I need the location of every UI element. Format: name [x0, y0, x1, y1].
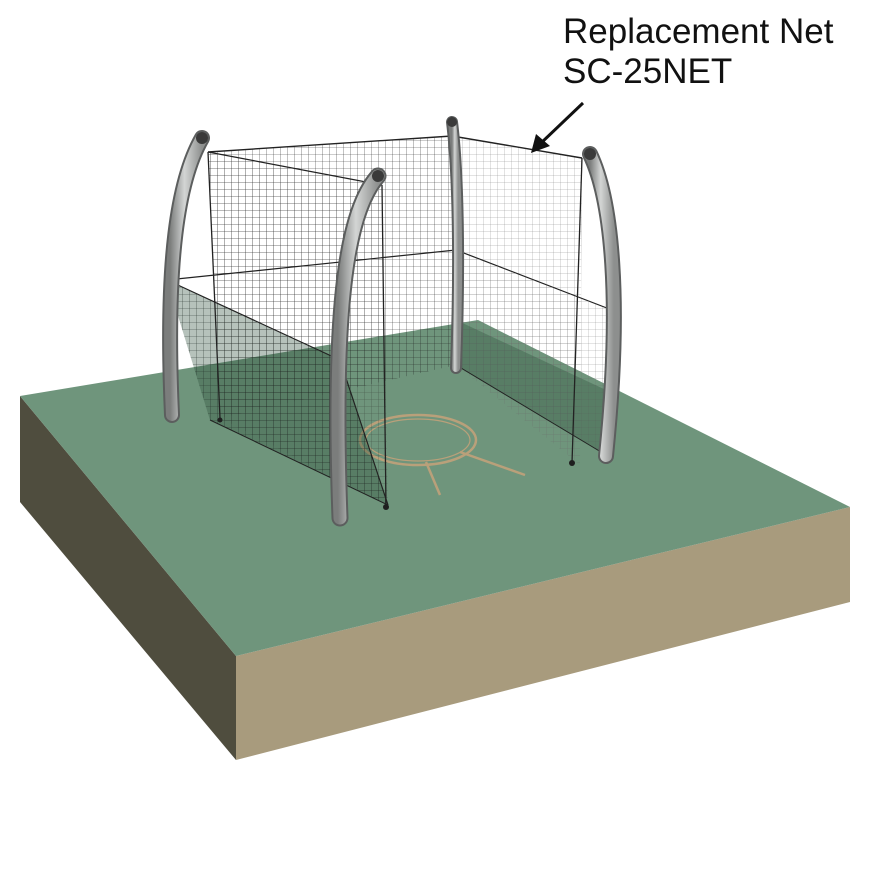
callout-label: Replacement Net SC-25NET	[563, 12, 833, 92]
pole-caps	[196, 117, 596, 182]
ground-anchors	[217, 417, 575, 510]
ground-slab	[20, 320, 850, 760]
cage-poles	[162, 116, 622, 527]
arrow-pointer-icon	[531, 101, 585, 153]
slab-left-side	[20, 396, 236, 760]
slab-front-side	[236, 507, 850, 760]
right-wing-net	[455, 157, 612, 464]
callout-line-2: SC-25NET	[563, 52, 733, 91]
callout-line-1: Replacement Net	[563, 12, 834, 51]
